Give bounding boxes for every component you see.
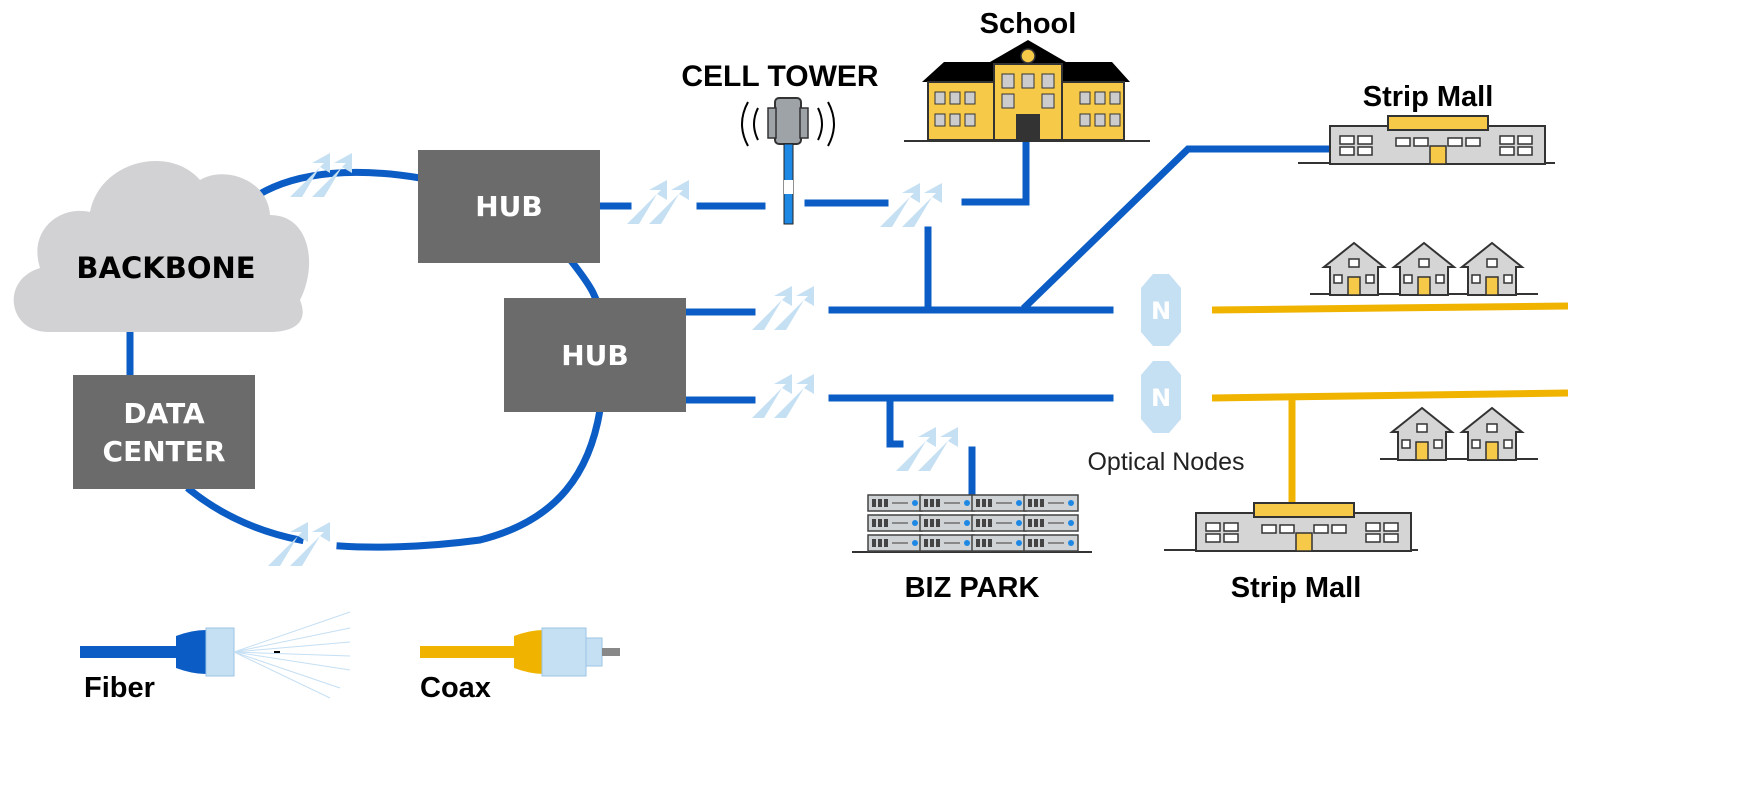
hub-top-label: HUB bbox=[475, 190, 543, 223]
house-icon bbox=[1461, 242, 1523, 296]
server-rack-icon bbox=[868, 495, 922, 551]
school-label: School bbox=[980, 8, 1077, 40]
server-rack-icon bbox=[920, 495, 974, 551]
school: School bbox=[904, 8, 1150, 142]
legend-fiber-label: Fiber bbox=[84, 672, 155, 704]
school-icon bbox=[904, 40, 1150, 142]
cell-tower: CELL TOWER bbox=[681, 60, 879, 225]
flow-arrow-icon bbox=[896, 427, 958, 471]
data-center-line1: DATA bbox=[123, 397, 205, 430]
cell-tower-label: CELL TOWER bbox=[681, 60, 879, 93]
backbone-label: BACKBONE bbox=[76, 251, 255, 285]
house-icon bbox=[1323, 242, 1385, 296]
hub-middle-label: HUB bbox=[561, 339, 629, 372]
optical-nodes-label: Optical Nodes bbox=[1087, 448, 1244, 476]
biz-park: BIZ PARK bbox=[852, 495, 1092, 604]
houses-row-1 bbox=[1310, 242, 1538, 296]
houses-row-2 bbox=[1380, 407, 1538, 461]
flow-arrow-icon bbox=[752, 286, 814, 330]
legend-coax: Coax bbox=[420, 627, 620, 704]
flow-arrow-icon bbox=[268, 522, 330, 566]
flow-arrow-icon bbox=[627, 180, 689, 224]
house-icon bbox=[1391, 407, 1453, 461]
hub-top: HUB bbox=[418, 150, 600, 263]
fiber-connector-icon bbox=[176, 611, 351, 699]
flow-arrow-icon bbox=[880, 183, 942, 227]
strip-mall-bottom: Strip Mall bbox=[1164, 502, 1418, 604]
optical-node-icon bbox=[1141, 274, 1181, 346]
coax-connector-icon bbox=[514, 627, 620, 677]
strip-mall-icon bbox=[1195, 502, 1412, 552]
legend-coax-label: Coax bbox=[420, 672, 491, 704]
house-icon bbox=[1393, 242, 1455, 296]
strip-mall-bottom-label: Strip Mall bbox=[1231, 572, 1362, 604]
strip-mall-icon bbox=[1329, 115, 1546, 165]
backbone-cloud: BACKBONE bbox=[13, 161, 310, 332]
strip-mall-top-label: Strip Mall bbox=[1363, 81, 1494, 113]
cell-tower-icon bbox=[741, 97, 835, 225]
legend-fiber: Fiber bbox=[80, 611, 351, 704]
optical-node-icon bbox=[1141, 361, 1181, 433]
house-icon bbox=[1461, 407, 1523, 461]
data-center: DATA CENTER bbox=[73, 375, 255, 489]
biz-park-label: BIZ PARK bbox=[905, 572, 1040, 604]
flow-arrow-icon bbox=[752, 374, 814, 418]
cloud-icon bbox=[13, 161, 310, 332]
data-center-line2: CENTER bbox=[103, 435, 226, 468]
server-rack-icon bbox=[972, 495, 1026, 551]
strip-mall-top: Strip Mall bbox=[1298, 81, 1555, 165]
hub-middle: HUB bbox=[504, 298, 686, 412]
server-rack-icon bbox=[1024, 495, 1078, 551]
